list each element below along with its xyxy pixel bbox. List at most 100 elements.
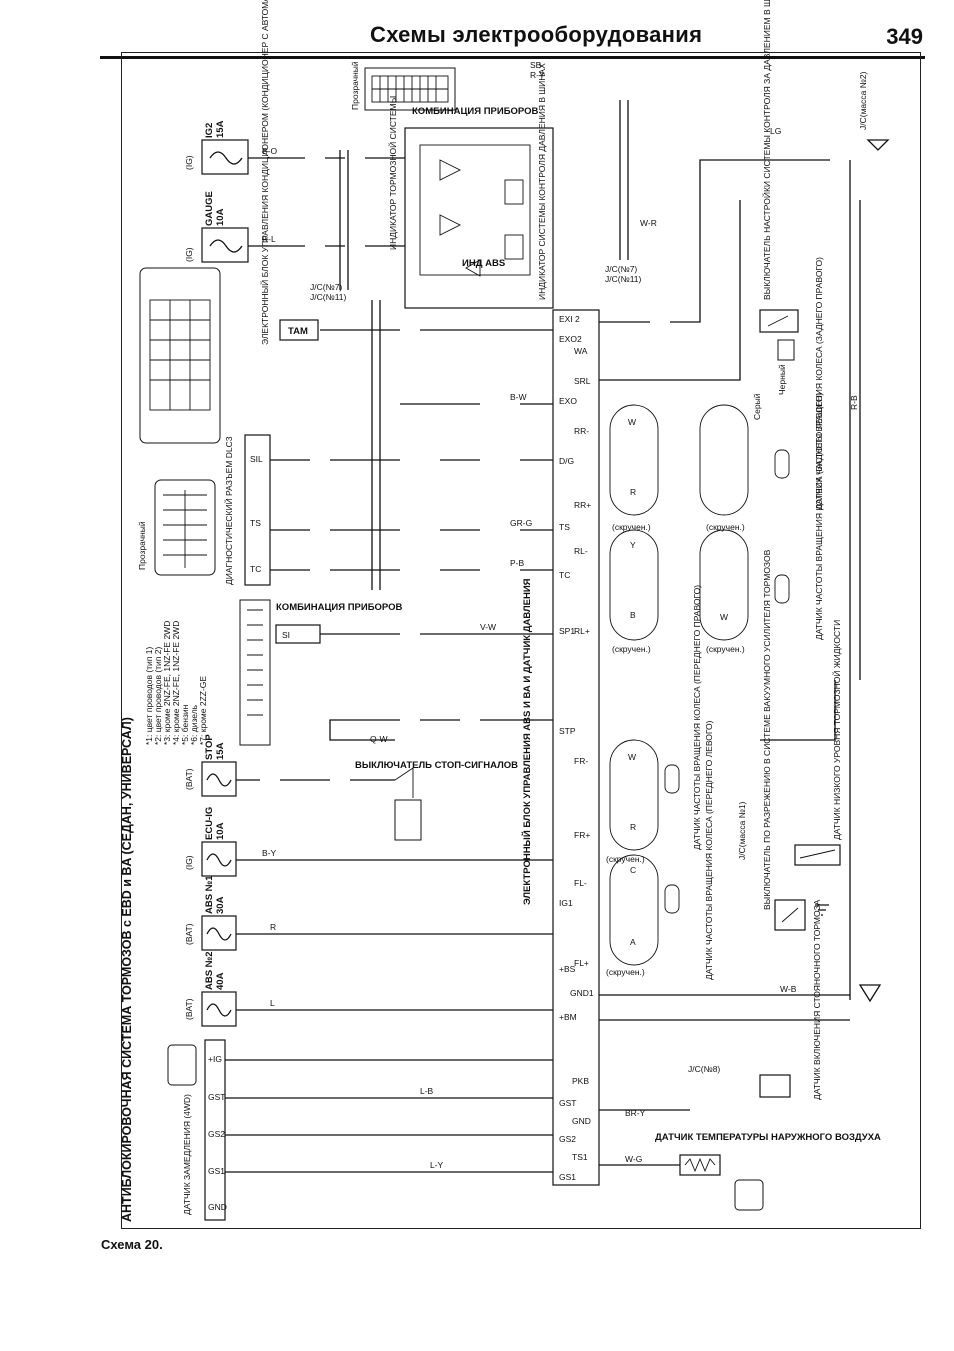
fuse-rating: 30A	[215, 896, 226, 914]
tire-pressure-switch: ВЫКЛЮЧАТЕЛЬ НАСТРОЙКИ СИСТЕМЫ КОНТРОЛЯ З…	[759, 0, 799, 361]
twisted-label: (скручен.)	[706, 644, 745, 654]
junction-label: J/C(№7)	[605, 264, 637, 274]
dlc-pin: TS	[250, 518, 261, 528]
fr-sensor-label: ДАТЧИК ЧАСТОТЫ ВРАЩЕНИЯ КОЛЕСА (ПЕРЕДНЕГ…	[692, 585, 702, 850]
notes-block: *1: цвет проводов (тип 1) *2: цвет прово…	[144, 621, 208, 745]
fuse-source: (BAT)	[184, 768, 194, 790]
connector-color-label: Серый	[752, 393, 762, 420]
vacuum-switch-label: ВЫКЛЮЧАТЕЛЬ ПО РАЗРЕЖЕНИЮ В СИСТЕМЕ ВАКУ…	[762, 549, 772, 910]
parking-sensor-label: ДАТЧИК ВКЛЮЧЕНИЯ СТОЯНОЧНОГО ТОРМОЗА	[812, 899, 822, 1100]
ecu-pin: EXO	[559, 396, 577, 406]
ecu-pin: TS	[559, 522, 570, 532]
fluid-sensor-label: ДАТЧИК НИЗКОГО УРОВНЯ ТОРМОЗНОЙ ЖИДКОСТИ	[831, 620, 842, 840]
fuse-gauge: (IG) GAUGE 10A	[184, 191, 249, 263]
wire-color: W	[720, 612, 728, 622]
decel-pin: +IG	[208, 1054, 222, 1064]
abs-indicator-label: ИНД ABS	[462, 258, 505, 269]
note-2: *2: цвет проводов (тип 2)	[153, 647, 163, 745]
connector-color-label: Черный	[777, 364, 787, 395]
ecu-pin: GND	[572, 1116, 591, 1126]
fl-sensor-label: ДАТЧИК ЧАСТОТЫ ВРАЩЕНИЯ КОЛЕСА (ПЕРЕДНЕГ…	[704, 720, 714, 980]
wire-color: B-Y	[262, 848, 277, 858]
connector-color-label: Прозрачный	[137, 521, 147, 570]
wheel-sensor-fl: C A (скручен.) ДАТЧИК ЧАСТОТЫ ВРАЩЕНИЯ К…	[606, 720, 714, 980]
side-title: АНТИБЛОКИРОВОЧНАЯ СИСТЕМА ТОРМОЗОВ с EBD…	[120, 717, 134, 1222]
wire-color: L	[270, 998, 275, 1008]
ecu-pin: PKB	[572, 1076, 589, 1086]
junction-label: J/C(№7)	[310, 282, 342, 292]
rl-sensor-label: ДАТЧИК ЧАСТОТЫ ВРАЩЕНИЯ КОЛЕСА (ЗАДНЕГО …	[814, 392, 824, 640]
decel-pin: GND	[208, 1202, 227, 1212]
tam-label: TAM	[288, 326, 308, 337]
wire-color: SB	[530, 60, 542, 70]
wire-color: L-Y	[430, 1160, 444, 1170]
stop-switch-label: ВЫКЛЮЧАТЕЛЬ СТОП-СИГНАЛОВ	[355, 760, 518, 771]
pin: W	[628, 417, 636, 427]
combo-meter-top: КОМБИНАЦИЯ ПРИБОРОВ ИНДИКАТОР ТОРМОЗНОЙ …	[387, 63, 554, 309]
dlc3: ДИАГНОСТИЧЕСКИЙ РАЗЪЕМ DLC3 SIL TS TC	[154, 434, 271, 586]
ac-ecu-connector: ЭЛЕКТРОННЫЙ БЛОК УПРАВЛЕНИЯ КОНДИЦИОНЕРО…	[139, 0, 319, 444]
fuse-stop: (BAT) STOP 15A	[184, 734, 237, 797]
wire-color: R-L	[262, 234, 276, 244]
ecu-pin: STP	[559, 726, 576, 736]
combo-pin: SI	[282, 630, 290, 640]
ecu-pin: GND1	[570, 988, 594, 998]
fuse-ig2: (IG) IG2 15A	[184, 120, 249, 175]
wire-color: R	[270, 922, 276, 932]
fuse-rating: 10A	[215, 208, 226, 226]
parking-brake-sensor: ДАТЧИК ВКЛЮЧЕНИЯ СТОЯНОЧНОГО ТОРМОЗА	[759, 899, 822, 1100]
ecu-pin: SP1	[559, 626, 575, 636]
ecu-pin: RL-	[574, 546, 588, 556]
ecu-pin: +BS	[559, 964, 576, 974]
ecu-pin: FL-	[574, 878, 587, 888]
ecu-pin: GS2	[559, 1134, 576, 1144]
wire-color: W-R	[640, 218, 657, 228]
wire-color: W-B	[780, 984, 797, 994]
fuse-name: ECU-IG	[204, 807, 215, 840]
twisted-label: (скручен.)	[612, 644, 651, 654]
fuse-rating: 15A	[215, 120, 226, 138]
outside-temp-sensor: ДАТЧИК ТЕМПЕРАТУРЫ НАРУЖНОГО ВОЗДУХА	[655, 1132, 881, 1211]
page-number: 349	[886, 24, 923, 49]
ecu-abs-label: ЭЛЕКТРОННЫЙ БЛОК УПРАВЛЕНИЯ ABS И ВА И Д…	[521, 578, 533, 905]
ecu-pin: WA	[574, 346, 588, 356]
twisted-label: (скручен.)	[706, 522, 745, 532]
pin: Y	[630, 540, 636, 550]
junction-label: J/C(№11)	[310, 292, 347, 302]
dlc-pin: SIL	[250, 454, 263, 464]
note-1: *1: цвет проводов (тип 1)	[144, 647, 154, 745]
diagram-frame	[121, 52, 921, 1229]
pin: R	[630, 487, 636, 497]
note-6: *6: дизель	[189, 704, 199, 745]
combo-meter-mid: КОМБИНАЦИЯ ПРИБОРОВ SI	[239, 599, 403, 746]
fuse-source: (BAT)	[184, 998, 194, 1020]
pin: W	[628, 752, 636, 762]
twisted-label: (скручен.)	[606, 967, 645, 977]
brake-indicator-label: ИНДИКАТОР ТОРМОЗНОЙ СИСТЕМЫ	[387, 96, 398, 250]
wires-main	[225, 100, 861, 1173]
ecu-pin: EXO2	[559, 334, 582, 344]
decel-pin: GS1	[208, 1166, 225, 1176]
pin: C	[630, 865, 636, 875]
wire-color: BR-Y	[625, 1108, 646, 1118]
wire-color: W-G	[625, 1154, 642, 1164]
wire-color-labels: B-O R-L B-Y SB R-Y W-B W R L LG L-Y B-W …	[262, 60, 859, 1170]
ecu-pin: TC	[559, 570, 570, 580]
note-7: *7: кроме 2ZZ-GE	[198, 676, 208, 745]
wheel-sensor-rr: W R (скручен.) (скручен.) ДАТЧИК ЧАСТОТЫ…	[609, 257, 824, 532]
wire-color: GR-G	[510, 518, 532, 528]
fuse-rating: 40A	[215, 972, 226, 990]
decel-sensor-label: ДАТЧИК ЗАМЕДЛЕНИЯ (4WD)	[182, 1094, 192, 1215]
page-header: Схемы электрооборудования 349	[100, 22, 925, 59]
wire-color: R-B	[849, 395, 859, 410]
tire-switch-label: ВЫКЛЮЧАТЕЛЬ НАСТРОЙКИ СИСТЕМЫ КОНТРОЛЯ З…	[761, 0, 772, 300]
ecu-ac-label: ЭЛЕКТРОННЫЙ БЛОК УПРАВЛЕНИЯ КОНДИЦИОНЕРО…	[259, 0, 270, 345]
stop-light-switch: ВЫКЛЮЧАТЕЛЬ СТОП-СИГНАЛОВ	[355, 760, 518, 841]
wire-color: B-W	[510, 392, 527, 402]
junction-label: J/C(№8)	[688, 1064, 720, 1074]
ecu-pin: GST	[559, 1098, 576, 1108]
ecu-pin: D/G	[559, 456, 574, 466]
ground-symbols	[815, 139, 890, 1003]
twisted-label: (скручен.)	[606, 854, 645, 864]
